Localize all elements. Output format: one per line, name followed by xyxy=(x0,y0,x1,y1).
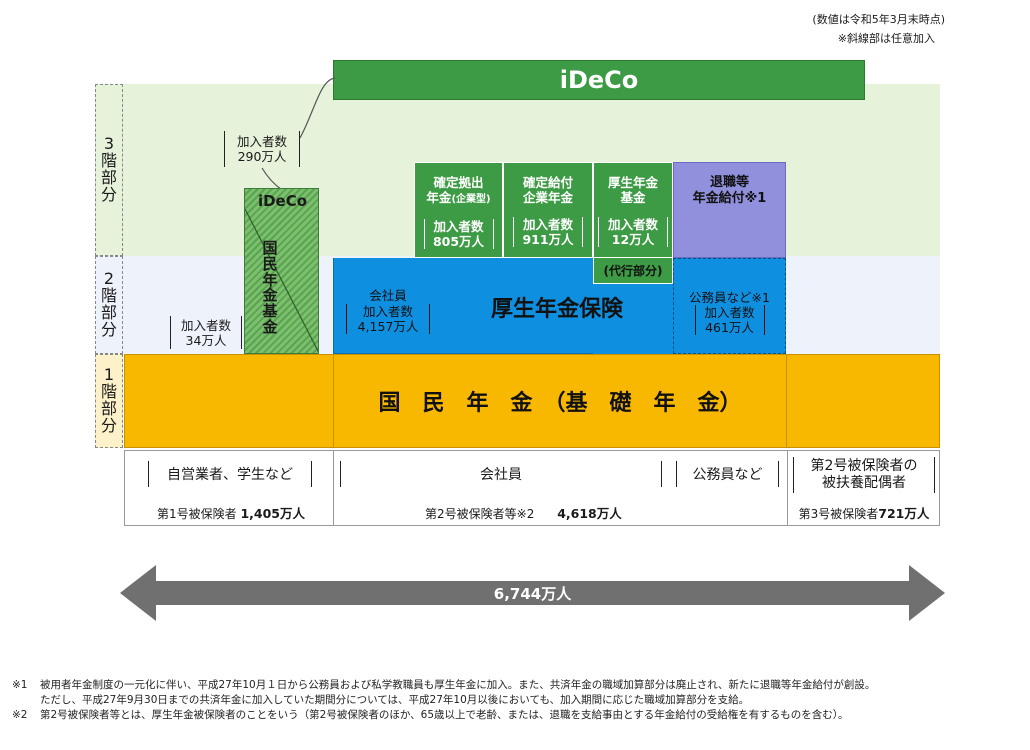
kokumin-dividers xyxy=(333,354,787,448)
group2-count: 第2号被保険者等※2 4,618万人 xyxy=(425,506,622,521)
kokumin-kikin-column: iDeCo 国民年金基金 xyxy=(244,188,319,354)
ideco-small-label: iDeCo xyxy=(257,192,308,210)
kokumin-kikin-label: 国民年金基金 xyxy=(262,239,278,336)
group3-count: 第3号被保険者721万人 xyxy=(798,506,930,521)
footnote2-line1: 第2号被保険者等とは、厚生年金被保険者のことをいう（第2号被保険者のほか、65歳… xyxy=(40,709,849,721)
total-arrow xyxy=(120,565,945,621)
footnote1-line2: ただし、平成27年9月30日までの共済年金に加入していた期間分については、平成2… xyxy=(40,694,750,706)
footnote2-mark: ※2 xyxy=(12,709,28,721)
group1-count: 第1号被保険者 1,405万人 xyxy=(156,506,305,521)
daiko-part: (代行部分) xyxy=(593,257,673,284)
taishoku-box: 退職等年金給付※1 xyxy=(673,162,786,258)
footnote1-mark: ※1 xyxy=(12,679,28,691)
diagonal-line xyxy=(245,208,318,353)
ideco-bar: iDeCo xyxy=(333,60,865,100)
footnote1-line1: 被用者年金制度の一元化に伴い、平成27年10月１日から公務員および私学教職員も厚… xyxy=(40,679,876,691)
kousei-nenkin-area-extension xyxy=(593,284,673,354)
total-count: 6,744万人 xyxy=(493,584,572,603)
group3-description: 第2号被保険者の被扶養配偶者 xyxy=(793,457,935,493)
kokumin-nenkin-bar xyxy=(124,354,940,448)
data-date-note: (数値は令和5年3月末時点) xyxy=(812,13,945,26)
kousei-nenkin-title: 厚生年金保険 xyxy=(490,297,623,322)
group1-description: 自営業者、学生など xyxy=(148,461,312,487)
kousei-nenkin-area xyxy=(333,258,593,354)
kokumin-nenkin-title: 国 民 年 金 （基 礎 年 金） xyxy=(378,391,742,416)
insured-groups-table xyxy=(124,450,940,526)
group2-description-employee: 会社員 xyxy=(340,461,662,487)
hatched-note: ※斜線部は任意加入 xyxy=(837,32,935,45)
group2-description-civil: 公務員など xyxy=(676,461,779,487)
